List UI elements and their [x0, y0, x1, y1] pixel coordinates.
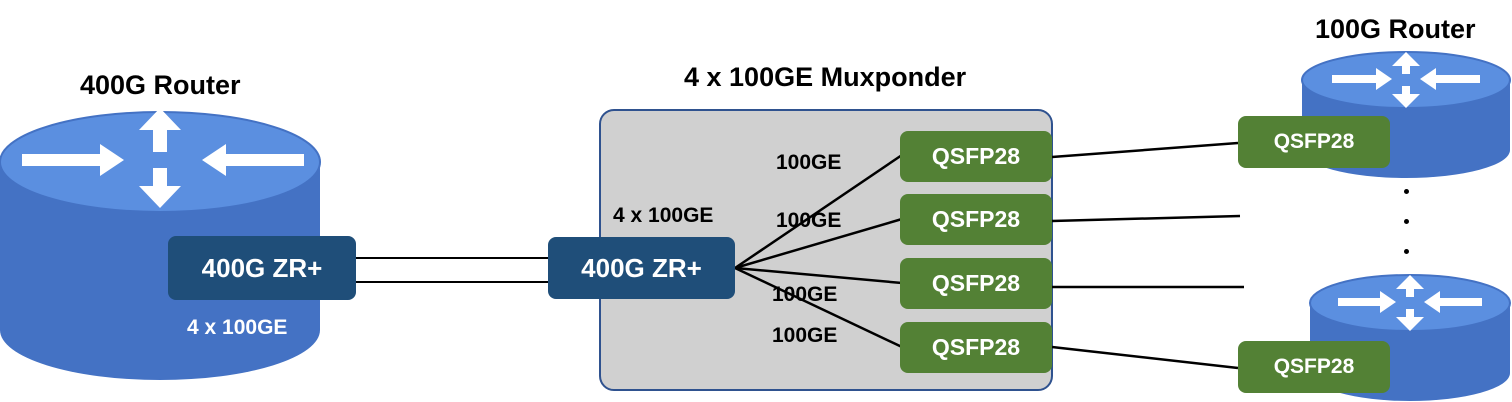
router-arrows-icon	[1332, 52, 1480, 108]
router-icon	[0, 111, 321, 380]
left-port-label: 4 x 100GE	[187, 316, 288, 339]
branch-label-1: 100GE	[776, 151, 842, 174]
left-zr-module: 400G ZR+	[168, 236, 356, 300]
right-bottom-module: QSFP28	[1238, 341, 1390, 393]
muxponder-title: 4 x 100GE Muxponder	[684, 62, 967, 92]
mux-line-label: 4 x 100GE	[613, 204, 714, 227]
router-arrows-icon	[22, 108, 304, 208]
mux-zr-module: 400G ZR+	[548, 237, 735, 299]
right-router-title: 100G Router	[1315, 14, 1476, 44]
router-icon	[1309, 274, 1511, 401]
branch-label-4: 100GE	[772, 324, 838, 347]
client-port-4: QSFP28	[900, 322, 1052, 373]
fanout-lines	[734, 153, 903, 349]
client-port-1: QSFP28	[900, 131, 1052, 182]
client-port-2: QSFP28	[900, 194, 1052, 245]
client-port-3: QSFP28	[900, 258, 1052, 309]
right-top-module: QSFP28	[1238, 116, 1390, 168]
branch-label-3: 100GE	[772, 283, 838, 306]
router-arrows-icon	[1338, 275, 1482, 331]
branch-label-2: 100GE	[776, 209, 842, 232]
client-lines	[1051, 141, 1244, 370]
left-router-title: 400G Router	[80, 70, 241, 100]
